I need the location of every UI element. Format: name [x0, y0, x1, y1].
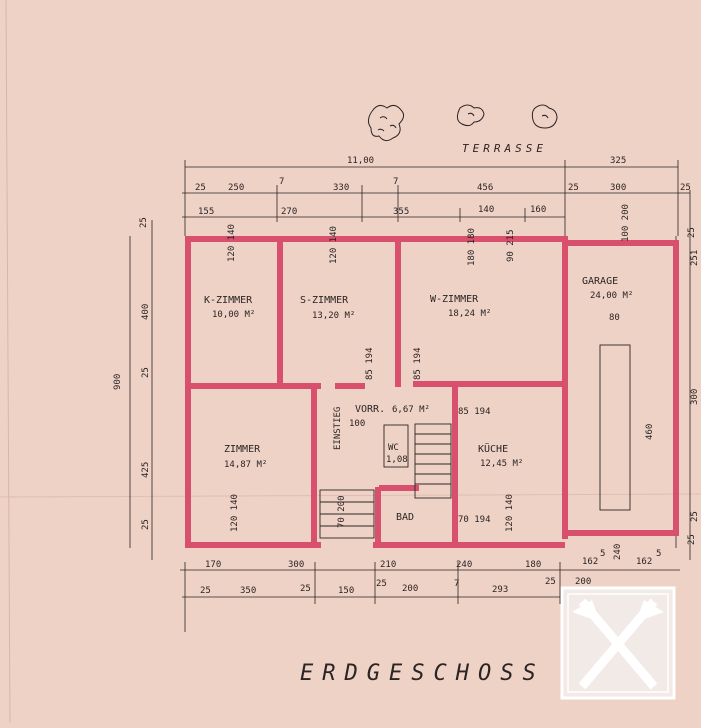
dim-bottom-r2-3: 25 — [300, 584, 311, 594]
dim-top-r3-5: 160 — [530, 205, 546, 215]
paper-fold — [0, 493, 701, 498]
logo-watermark — [560, 586, 676, 700]
room-area-kueche: 12,45 M² — [480, 459, 523, 469]
dim-right-3: 25 — [690, 511, 700, 522]
opening-mark-12: 100 200 — [621, 204, 631, 242]
room-area-w-zimmer: 18,24 M² — [448, 309, 491, 319]
paper-edge — [5, 0, 11, 724]
room-area-vorr: 6,67 M² — [392, 405, 430, 415]
room-label-k-zimmer: K-ZIMMER — [204, 295, 253, 306]
room-label-w-zimmer: W-ZIMMER — [430, 294, 479, 305]
room-area-garage: 24,00 M² — [590, 291, 633, 301]
dim-bottom-r2-4: 150 — [338, 586, 354, 596]
room-label-einstieg: EINSTIEG — [333, 407, 343, 450]
dim-top-r2-8: 300 — [610, 183, 626, 193]
dim-top-r2-3: 7 — [279, 177, 284, 187]
opening-mark-15: 100 — [349, 419, 365, 429]
dim-top-r3-3: 355 — [393, 207, 409, 217]
dim-right-2: 251 — [690, 250, 700, 266]
dim-bottom-r2-9: 25 — [545, 577, 556, 587]
dim-right-overall: 300 — [690, 389, 700, 405]
opening-mark-2: 120 140 — [329, 226, 339, 264]
room-label-zimmer: ZIMMER — [224, 444, 261, 455]
dim-bottom-r1-10: 5 — [656, 549, 661, 559]
room-label-s-zimmer: S-ZIMMER — [300, 295, 349, 306]
room-area-zimmer: 14,87 M² — [224, 460, 267, 470]
room-area-k-zimmer: 10,00 M² — [212, 310, 255, 320]
room-area-s-zimmer: 13,20 M² — [312, 311, 355, 321]
opening-mark-6: 85 194 — [413, 347, 423, 380]
dim-top-r2-9: 25 — [680, 183, 691, 193]
dim-top-overall: 11,00 — [347, 156, 374, 166]
terrace-plants — [367, 104, 558, 142]
dim-left-overall: 900 — [113, 374, 123, 390]
dim-top-r2-4: 330 — [333, 183, 349, 193]
room-area-wc: 1,08 — [386, 455, 408, 465]
dim-left-5: 25 — [141, 519, 151, 530]
dim-bottom-r1-8: 240 — [613, 544, 623, 560]
opening-mark-8: 70 200 — [337, 495, 347, 528]
dim-top-r2-2: 250 — [228, 183, 244, 193]
dim-bottom-r1-7: 5 — [600, 549, 605, 559]
dim-bottom-r2-7: 7 — [454, 579, 459, 589]
dim-top-r2-7: 25 — [568, 183, 579, 193]
dim-bottom-r2-1: 25 — [200, 586, 211, 596]
walls — [185, 236, 679, 548]
dim-left-2: 400 — [141, 304, 151, 320]
dim-bottom-r1-6: 162 — [582, 557, 598, 567]
room-label-wc: WC — [388, 443, 399, 453]
plan-title: ERDGESCHOSS — [300, 661, 545, 686]
opening-mark-5: 85 194 — [365, 347, 375, 380]
dim-bottom-r1-3: 210 — [380, 560, 396, 570]
dim-right-4: 25 — [687, 534, 697, 545]
opening-mark-9: 70 194 — [458, 515, 491, 525]
dim-bottom-r2-2: 350 — [240, 586, 256, 596]
stair-outlines — [319, 344, 631, 539]
dim-left-3: 25 — [141, 367, 151, 378]
opening-mark-1: 120 140 — [227, 224, 237, 262]
room-label-bad: BAD — [396, 512, 414, 523]
dim-top-r2-1: 25 — [195, 183, 206, 193]
dim-left-1: 25 — [139, 217, 149, 228]
dim-bottom-r3-1: 200 — [575, 577, 591, 587]
dim-bottom-r2-5: 25 — [376, 579, 387, 589]
dim-bottom-r1-4: 240 — [456, 560, 472, 570]
dim-bottom-r1-1: 170 — [205, 560, 221, 570]
dimension-lines — [129, 160, 691, 632]
opening-mark-4: 90 215 — [506, 229, 516, 262]
dim-bottom-r1-2: 300 — [288, 560, 304, 570]
opening-mark-7: 85 194 — [458, 407, 491, 417]
opening-mark-3: 180 180 — [467, 228, 477, 266]
opening-mark-13: 80 — [609, 313, 620, 323]
dim-bottom-r1-9: 162 — [636, 557, 652, 567]
dim-top-r2-6: 456 — [477, 183, 493, 193]
dim-top-r3-2: 270 — [281, 207, 297, 217]
dim-bottom-r1-5: 180 — [525, 560, 541, 570]
dim-right-1: 25 — [687, 227, 697, 238]
room-label-garage: GARAGE — [582, 276, 618, 287]
opening-mark-11: 120 140 — [505, 494, 515, 532]
dim-top-r3-4: 140 — [478, 205, 494, 215]
dim-bottom-r2-6: 200 — [402, 584, 418, 594]
opening-mark-10: 120 140 — [230, 494, 240, 532]
terrace-label: TERRASSE — [462, 142, 547, 155]
dim-bottom-r2-8: 293 — [492, 585, 508, 595]
room-label-vorr: VORR. — [355, 404, 385, 415]
opening-mark-14: 460 — [645, 424, 655, 440]
dim-top-r2-5: 7 — [393, 177, 398, 187]
dim-top-garage: 325 — [610, 156, 626, 166]
dim-left-4: 425 — [141, 462, 151, 478]
dim-top-r3-1: 155 — [198, 207, 214, 217]
room-label-kueche: KÜCHE — [478, 442, 508, 455]
